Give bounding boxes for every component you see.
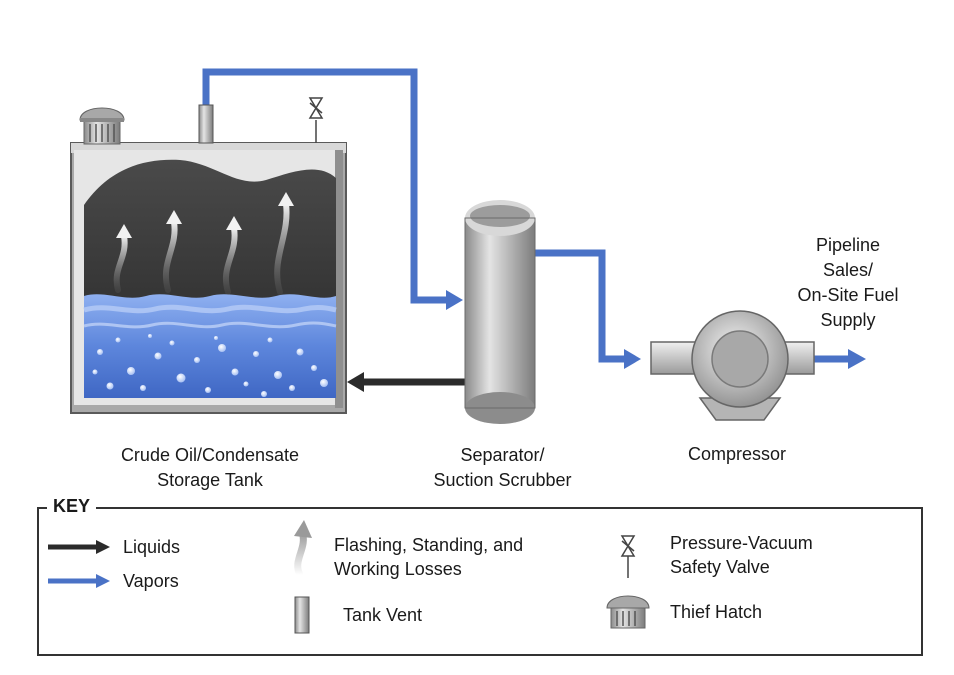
thief-hatch-key-icon [606, 595, 650, 629]
key-losses-label: Flashing, Standing, and Working Losses [334, 533, 523, 581]
pipeline-label-line2: Sales/ [822, 260, 874, 280]
vapor-line-separator-to-compressor [533, 249, 641, 369]
tank-vent-icon [198, 104, 214, 144]
flashing-arrow-icon [294, 520, 312, 579]
separator-label-line2: Suction Scrubber [433, 470, 572, 490]
key-losses-line2: Working Losses [334, 559, 462, 579]
separator-vessel [464, 200, 536, 424]
key-valve-line1: Pressure-Vacuum [670, 533, 813, 553]
storage-tank [70, 142, 347, 414]
tank-vent-key-icon [294, 596, 310, 634]
pressure-vacuum-valve-icon [308, 97, 324, 143]
tank-label-line2: Storage Tank [157, 470, 263, 490]
separator-label-line1: Separator/ [460, 445, 545, 465]
pipeline-label-line3: On-Site Fuel [797, 285, 899, 305]
pipeline-label-line4: Supply [820, 310, 876, 330]
vapor-line-to-pipeline [812, 349, 866, 369]
compressor-label: Compressor [662, 442, 812, 467]
liquid-line-separator-to-tank [347, 372, 466, 392]
vapors-arrow-icon [48, 574, 110, 588]
key-valve-label: Pressure-Vacuum Safety Valve [670, 531, 813, 579]
liquid-bubbles [92, 334, 328, 397]
pipeline-label: Pipeline Sales/ On-Site Fuel Supply [772, 233, 924, 333]
vapor-line-tank-to-separator [202, 68, 463, 310]
compressor-unit [650, 310, 815, 421]
separator-label: Separator/ Suction Scrubber [405, 443, 600, 493]
key-panel [37, 507, 923, 656]
pipeline-label-line1: Pipeline [815, 235, 881, 255]
key-thief-hatch-label: Thief Hatch [670, 602, 763, 622]
key-vapors-label: Vapors [123, 571, 179, 591]
tank-label: Crude Oil/Condensate Storage Tank [90, 443, 330, 493]
thief-hatch-icon [79, 107, 125, 145]
key-title: KEY [47, 494, 97, 518]
liquids-arrow-icon [48, 540, 110, 554]
compressor-label-text: Compressor [687, 444, 787, 464]
key-tank-vent-label: Tank Vent [343, 605, 423, 625]
tank-label-line1: Crude Oil/Condensate [120, 445, 300, 465]
flashing-arrowheads [116, 192, 294, 238]
flashing-losses-arrows [113, 201, 290, 295]
key-liquids-label: Liquids [123, 537, 181, 557]
key-valve-line2: Safety Valve [670, 557, 770, 577]
pressure-vacuum-valve-key-icon [620, 535, 636, 578]
key-losses-line1: Flashing, Standing, and [334, 535, 524, 555]
